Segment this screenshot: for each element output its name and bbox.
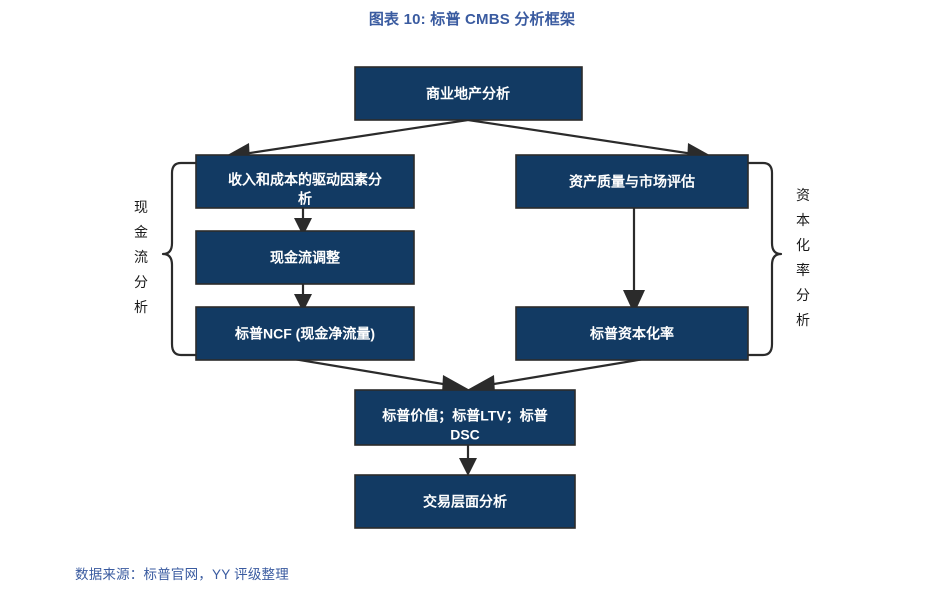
node-merge-label-line2: DSC xyxy=(450,427,480,443)
node-left-2[interactable]: 现金流调整 xyxy=(195,230,415,285)
right-group-label-char-3: 率 xyxy=(796,262,810,278)
cmbs-framework-diagram: 现 金 流 分 析 资 本 化 率 分 析 商业地产分析 收入和成本的驱动因素分… xyxy=(134,66,810,529)
node-root-label: 商业地产分析 xyxy=(426,86,510,102)
right-group-label-char-0: 资 xyxy=(796,187,810,203)
node-left-1[interactable]: 收入和成本的驱动因素分 析 xyxy=(195,154,415,209)
edge-left2-to-left3 xyxy=(294,284,312,312)
left-group-label-char-0: 现 xyxy=(134,199,148,215)
edge-merge-to-final xyxy=(459,445,477,476)
edge-right1-to-right2 xyxy=(623,208,645,314)
node-right-2-label: 标普资本化率 xyxy=(589,326,674,342)
node-left-1-label-line1: 收入和成本的驱动因素分 xyxy=(228,172,382,188)
left-group-label: 现 金 流 分 析 xyxy=(134,199,148,315)
node-left-2-label: 现金流调整 xyxy=(270,250,341,266)
node-merge[interactable]: 标普价值；标普LTV；标普 DSC xyxy=(354,389,576,446)
node-left-3-label: 标普NCF (现金净流量) xyxy=(234,326,375,342)
node-root[interactable]: 商业地产分析 xyxy=(354,66,583,121)
node-left-3[interactable]: 标普NCF (现金净流量) xyxy=(195,306,415,361)
left-group-label-char-2: 流 xyxy=(134,249,148,265)
node-final-label: 交易层面分析 xyxy=(423,494,507,510)
left-group-label-char-1: 金 xyxy=(134,224,148,240)
right-group-brace xyxy=(746,161,783,357)
right-group-label-char-1: 本 xyxy=(796,212,810,228)
right-group-label-char-2: 化 xyxy=(796,237,810,253)
node-right-1[interactable]: 资产质量与市场评估 xyxy=(515,154,749,209)
node-merge-label-line1: 标普价值；标普LTV；标普 xyxy=(381,408,547,425)
left-group-brace xyxy=(161,161,198,357)
page-title: 图表 10: 标普 CMBS 分析框架 xyxy=(368,11,576,28)
left-group-label-char-3: 分 xyxy=(134,274,148,290)
node-left-1-label-line2: 析 xyxy=(298,191,312,207)
source-note: 数据来源：标普官网，YY 评级整理 xyxy=(75,567,289,582)
node-final[interactable]: 交易层面分析 xyxy=(354,474,576,529)
right-group-label: 资 本 化 率 分 析 xyxy=(796,187,810,328)
right-group-label-char-5: 析 xyxy=(796,312,810,328)
edge-left1-to-left2 xyxy=(294,208,312,236)
node-right-1-label: 资产质量与市场评估 xyxy=(569,174,695,190)
right-group-label-char-4: 分 xyxy=(796,287,810,303)
left-group-label-char-4: 析 xyxy=(134,299,148,315)
node-right-2[interactable]: 标普资本化率 xyxy=(515,306,749,361)
